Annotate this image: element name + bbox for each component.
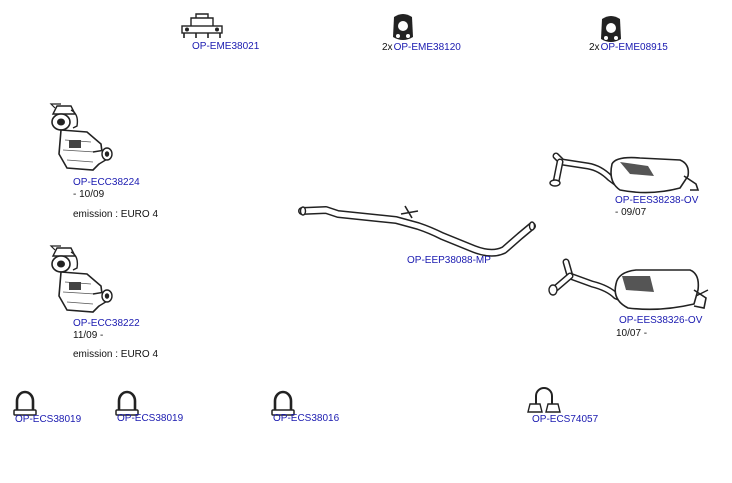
part-eme08915: 2xOP-EME08915 xyxy=(589,42,668,54)
mounting-bracket-icon xyxy=(181,13,223,38)
part-eme38120: 2xOP-EME38120 xyxy=(382,42,461,54)
catalytic-converter-icon xyxy=(50,245,113,313)
part-ecs38016: OP-ECS38016 xyxy=(273,413,339,425)
part-ecs38019: OP-ECS38019 xyxy=(117,413,183,425)
part-ecs38019: OP-ECS38019 xyxy=(15,414,81,426)
catalytic-converter-icon xyxy=(50,103,113,171)
part-code-link[interactable]: OP-ECS38019 xyxy=(117,413,184,424)
rubber-hanger-icon xyxy=(601,16,621,42)
part-ecc38224: OP-ECC38224 xyxy=(73,177,140,189)
emission-standard: emission : EURO 4 xyxy=(73,349,159,360)
part-code-link[interactable]: OP-ECS74057 xyxy=(532,414,599,425)
part-eme38021: OP-EME38021 xyxy=(192,41,259,53)
part-code-link[interactable]: OP-EME38120 xyxy=(393,42,461,53)
date-range: - 09/07 xyxy=(615,207,647,218)
date-range: 11/09 - xyxy=(73,330,104,341)
part-eep38088: OP-EEP38088-MP xyxy=(407,255,491,267)
emission-standard: emission : EURO 4 xyxy=(73,209,159,220)
date-range: 10/07 - xyxy=(616,328,648,339)
quantity-label: 2x xyxy=(589,42,600,53)
part-code-link[interactable]: OP-ECC38222 xyxy=(73,318,140,329)
pipe-clamp-icon xyxy=(270,390,296,417)
part-code-link[interactable]: OP-ECS38019 xyxy=(15,414,82,425)
part-code-link[interactable]: OP-EES38326-OV xyxy=(619,315,703,326)
part-code-link[interactable]: OP-EEP38088-MP xyxy=(407,255,491,266)
intermediate-pipe-icon xyxy=(298,205,536,257)
part-code-link[interactable]: OP-ECC38224 xyxy=(73,177,140,188)
part-ecc38222: OP-ECC38222 xyxy=(73,318,140,330)
rubber-hanger-icon xyxy=(393,14,413,40)
part-code-link[interactable]: OP-EES38238-OV xyxy=(615,195,699,206)
pipe-clamp-icon xyxy=(527,387,561,413)
pipe-clamp-icon xyxy=(12,390,38,417)
part-code-link[interactable]: OP-ECS38016 xyxy=(273,413,340,424)
part-code-link[interactable]: OP-EME38021 xyxy=(192,41,260,52)
rear-silencer-icon xyxy=(549,152,700,194)
rear-silencer-icon xyxy=(548,258,709,311)
part-ees38326: OP-EES38326-OV xyxy=(619,315,702,327)
quantity-label: 2x xyxy=(382,42,393,53)
part-ecs74057: OP-ECS74057 xyxy=(532,414,598,426)
date-range: - 10/09 xyxy=(73,189,105,200)
pipe-clamp-icon xyxy=(114,390,140,417)
part-code-link[interactable]: OP-EME08915 xyxy=(600,42,668,53)
part-ees38238: OP-EES38238-OV xyxy=(615,195,698,207)
